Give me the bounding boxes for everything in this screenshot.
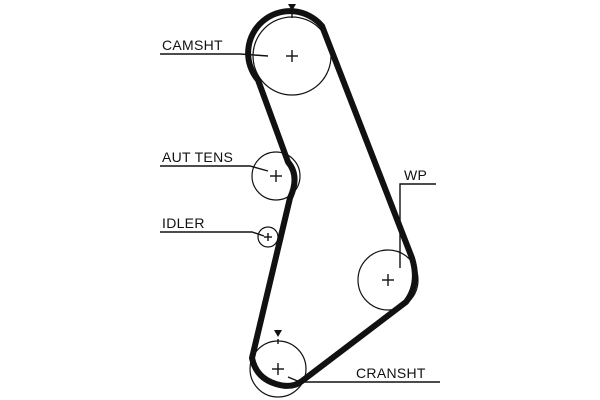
auto-tensioner-label: AUT TENS [162, 149, 233, 165]
timing-belt [245, 8, 418, 389]
camshaft-label: CAMSHT [162, 37, 223, 53]
water-pump-leader-line [399, 183, 436, 268]
water-pump-center-mark [382, 274, 394, 286]
auto-tensioner-leader-line [160, 165, 269, 172]
crankshaft-label: CRANSHT [356, 365, 426, 381]
crankshaft-leader-line [287, 376, 440, 383]
camshaft-leader-line [160, 53, 269, 57]
camshaft-center-mark [286, 50, 298, 62]
idler-leader-line [160, 231, 265, 237]
idler-center-mark [264, 233, 272, 241]
idler-label: IDLER [162, 215, 205, 231]
water-pump-label: WP [404, 167, 427, 183]
crankshaft-center-mark [272, 363, 284, 375]
auto-tensioner-center-mark [270, 170, 282, 182]
camshaft-timing-mark-icon [288, 4, 296, 11]
crankshaft-timing-mark-icon [274, 330, 282, 337]
